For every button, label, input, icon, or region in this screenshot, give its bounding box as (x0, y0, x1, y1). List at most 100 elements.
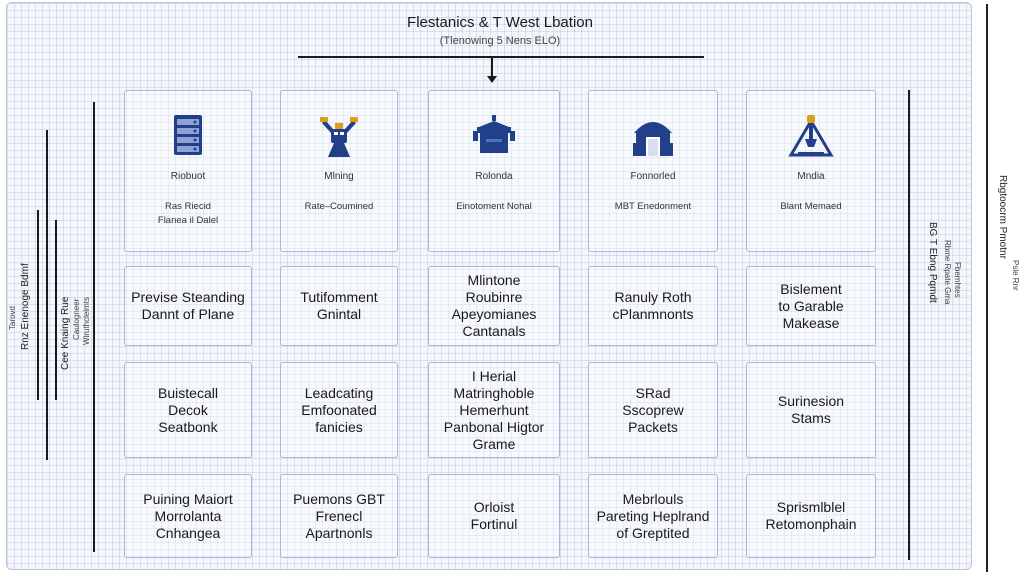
left-inner-label-3: Wiruthcleimts (82, 296, 91, 345)
header-connector-line (298, 56, 704, 58)
left-column-line (93, 102, 95, 552)
header-down-line (491, 57, 493, 77)
column-header-card: Fonnorled MBT Enedonment (588, 90, 718, 252)
column-description: MBT Enedonment (597, 200, 709, 214)
column-header-card: Mndia Blant Memaed (746, 90, 876, 252)
cell-line: Orloist (473, 499, 515, 515)
cell-line: Mlintone (467, 272, 521, 288)
left-outer-label-1: Tarovd (8, 305, 17, 330)
column-label: Rolonda (475, 171, 513, 182)
left-inner-label-1: Cee Knaing Rue (60, 296, 71, 370)
cell-line: Sscoprew (622, 401, 684, 418)
column-header-card: Riobuot Ras Riecid Flanea il Dalel (124, 90, 252, 252)
cell-line: Matringhoble (453, 384, 535, 401)
cell-line: cPlanmnonts (612, 306, 694, 322)
description-line: Flanea il Dalel (157, 215, 219, 226)
cell-line: Buistecall (158, 384, 218, 401)
column-description: Blant Memaed (755, 200, 867, 214)
diagram-title: Flestanics & T West Lbation (407, 14, 593, 31)
left-inner-line (55, 220, 57, 400)
cell-line: Morrolanta (154, 507, 222, 524)
cell-line: Tutifomment (300, 289, 378, 305)
cell-line: Bislement (780, 280, 842, 297)
cell-line: Leadcating (304, 384, 374, 401)
right-inner-label-1: BG T Ebng Pqmdt (927, 222, 938, 303)
cell-line: Grame (472, 435, 516, 452)
cell-line: Pareting Heplrand (596, 507, 710, 524)
cell-line: Frenecl (315, 507, 363, 524)
left-outer-line (46, 130, 48, 460)
cell-line: Stams (791, 410, 831, 426)
cell-line: Dannt of Plane (141, 306, 235, 322)
cell-line: Emfoonated (301, 401, 377, 418)
robot-head-icon (473, 115, 515, 153)
cell-line: Cnhangea (155, 524, 221, 541)
warning-probe-icon (788, 115, 834, 157)
mining-robot-icon (320, 117, 358, 157)
cell-line: of Greptited (616, 524, 690, 541)
right-column-line (908, 90, 910, 560)
description-line: Ras Riecid (165, 201, 211, 212)
cell-line: Roubinre (465, 289, 523, 305)
left-inner-label-2: Caulogneer (72, 298, 81, 340)
cell-line: Surinesion (777, 393, 845, 409)
cell-line: Mebrlouls (622, 490, 684, 507)
column-header-card: Mlning Rate–Coumined (280, 90, 398, 252)
description-line: Einotoment Nohal (456, 201, 532, 212)
cell-line: Puemons GBT (293, 490, 385, 507)
column-label: Riobuot (170, 171, 206, 182)
cell-line: Previse Steanding (131, 289, 245, 305)
cell-line: Sprismlblel (776, 499, 846, 515)
house-icon (633, 122, 673, 156)
diagram-subtitle: (Tlenowing 5 Nens ELO) (439, 35, 561, 47)
cell-line: Cantanals (462, 323, 526, 339)
left-outer-label-2: Rnz Enenoge Bdmf (20, 263, 31, 350)
cell-line: Apartnonls (305, 524, 373, 541)
right-outer-label-1: Rbgtoocrm Pmotnr (997, 175, 1008, 259)
cell-line: Apeyomianes (451, 306, 537, 322)
right-inner-label-2: Rbme Rpate Gma (943, 240, 952, 305)
column-description: Ras Riecid Flanea il Dalel (132, 200, 244, 228)
description-line: Blant Memaed (780, 201, 842, 212)
cell-line: to Garable (778, 297, 844, 314)
cell-line: fanicies (315, 418, 363, 435)
cell-line: Retomonphain (765, 516, 857, 532)
cell-line: Decok (168, 401, 208, 418)
column-label: Mlning (324, 171, 354, 182)
description-line: Rate–Coumined (304, 201, 374, 212)
cell-line: Seatbonk (158, 418, 218, 435)
server-rack-icon (174, 115, 202, 155)
down-arrow-icon (487, 76, 497, 83)
cell-line: SRad (635, 384, 671, 401)
cell-line: I Herial (471, 367, 517, 384)
cell-line: Fortinul (470, 516, 518, 532)
left-outer-line-2 (37, 210, 39, 400)
right-outer-label-2: Psle Rnr (1011, 260, 1020, 291)
cell-line: Makease (782, 314, 840, 331)
cell-line: Ranuly Roth (614, 289, 692, 305)
cell-line: Gnintal (316, 306, 362, 322)
description-line: MBT Enedonment (614, 201, 692, 212)
cell-line: Hemerhunt (459, 401, 529, 418)
cell-line: Packets (628, 418, 678, 435)
column-header-card: Rolonda Einotoment Nohal (428, 90, 560, 252)
right-inner-label-3: Fbemhtes (953, 262, 962, 298)
right-edge-bar (986, 4, 988, 572)
cell-line: Panbonal Higtor (443, 418, 545, 435)
column-label: Fonnorled (630, 171, 676, 182)
cell-line: Puining Maiort (143, 490, 233, 507)
